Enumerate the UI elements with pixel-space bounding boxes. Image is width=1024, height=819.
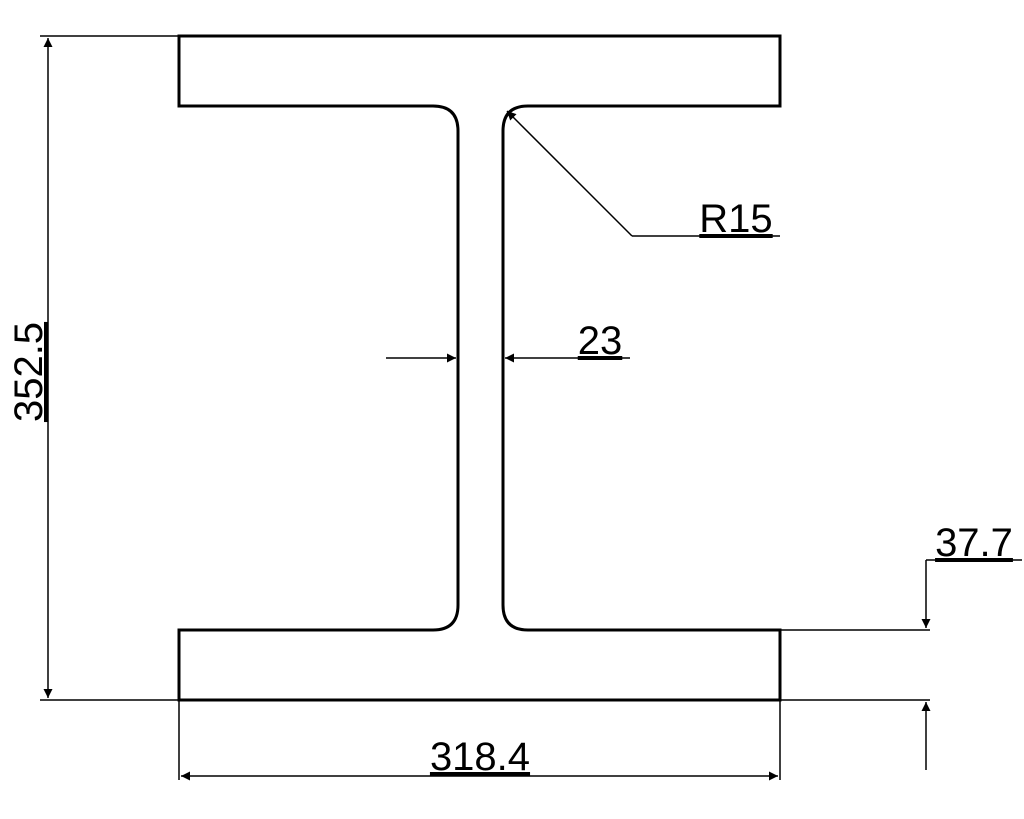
- width-dimension-label: 318.4: [430, 735, 530, 779]
- flange-thickness-dimension: [780, 559, 1022, 770]
- height-dimension: [40, 35, 179, 701]
- root-radius-leader: [506, 110, 780, 237]
- radius-leader-arrow: [506, 110, 633, 237]
- i-beam-profile: [177, 34, 782, 702]
- height-dimension-label: 352.5: [7, 322, 51, 422]
- flange-thickness-label: 37.7: [935, 521, 1013, 565]
- width-dimension: [178, 700, 781, 781]
- root-radius-label: R15: [699, 197, 772, 241]
- web-thickness-label: 23: [578, 319, 623, 363]
